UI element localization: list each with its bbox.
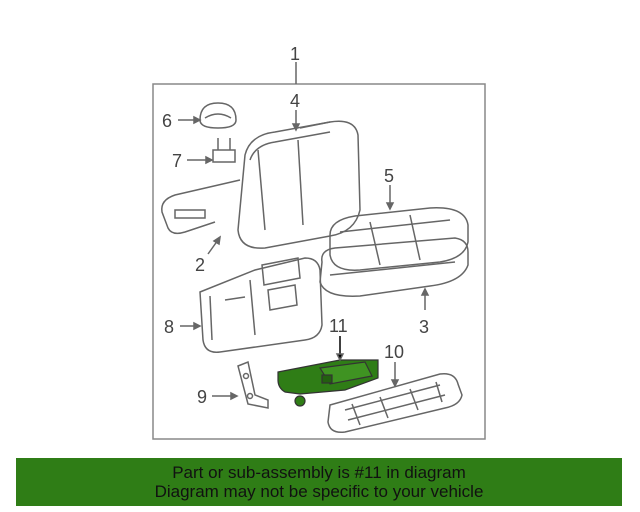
callout-4: 4	[290, 91, 300, 111]
part-seat-pan-frame[interactable]	[327, 372, 463, 434]
part-11-highlighted[interactable]	[277, 359, 379, 407]
part-seat-back[interactable]	[161, 120, 361, 249]
part-seat-back-frame[interactable]	[199, 257, 323, 353]
parts-diagram: 1 2 3 4 5 6 7 8 9 10 11	[152, 44, 486, 440]
banner-line-2: Diagram may not be specific to your vehi…	[154, 482, 484, 501]
part-headrest-guide[interactable]	[212, 138, 236, 163]
callout-8: 8	[164, 317, 174, 337]
part-hinge-bracket[interactable]	[237, 360, 269, 409]
callout-10: 10	[384, 342, 404, 362]
part-seat-cushion[interactable]	[319, 207, 469, 297]
callout-9: 9	[197, 387, 207, 407]
callout-5: 5	[384, 166, 394, 186]
callout-3: 3	[419, 317, 429, 337]
banner-line-1: Part or sub-assembly is #11 in diagram	[172, 463, 466, 482]
callout-11: 11	[329, 316, 348, 336]
callout-2: 2	[195, 255, 205, 275]
info-banner: Part or sub-assembly is #11 in diagram D…	[16, 458, 622, 506]
callout-1: 1	[290, 44, 300, 64]
part-headrest[interactable]	[199, 102, 237, 129]
diagram-frame	[152, 83, 486, 440]
leader-lines	[178, 110, 430, 401]
callout-7: 7	[172, 151, 182, 171]
callout-6: 6	[162, 111, 172, 131]
